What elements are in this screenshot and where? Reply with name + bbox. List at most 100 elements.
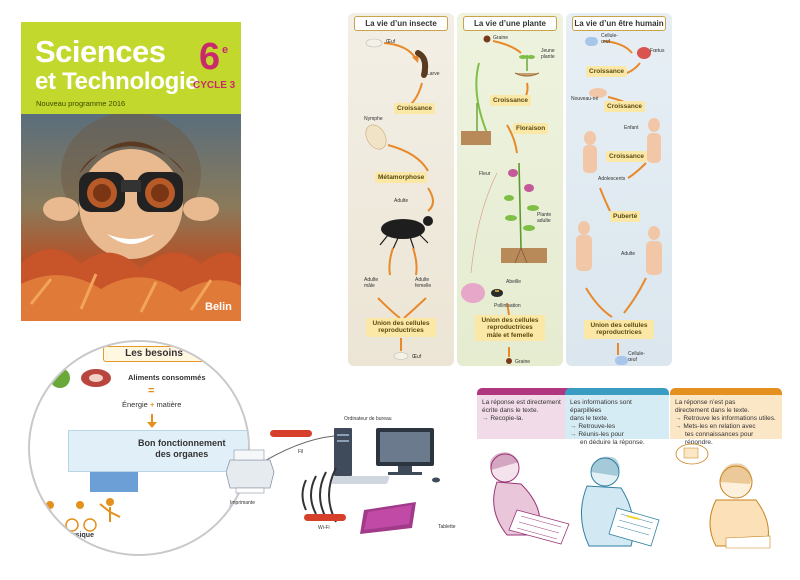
insect-female-label: Adulte femelle: [415, 277, 432, 289]
wired-connection-pill: [270, 430, 312, 437]
cover-grade-superscript: e: [222, 44, 229, 56]
cover-title-line2: et Technologie: [35, 68, 199, 95]
human-growth-tag-2: Croissance: [604, 101, 646, 112]
wifi-connection-pill: [304, 514, 346, 521]
plant-bee-label: Abeille: [506, 279, 522, 285]
strategy-3-line-2: directement dans le texte.: [675, 406, 750, 414]
human-puberty-tag: Puberté: [610, 211, 641, 222]
plant-growth-tag: Croissance: [490, 95, 532, 106]
insect-metamorphosis-tag: Métamorphose: [375, 172, 428, 183]
insect-life-cycle-panel: La vie d’un insecte Œuf Larve Croissance…: [348, 13, 454, 366]
strategy-card-3: La réponse n’est pas directement dans le…: [670, 388, 782, 556]
wire-label: Fil: [298, 449, 304, 455]
strategy-3-illustration: [675, 443, 771, 549]
strategy-3-arrow-2: Mets-les en relation avec: [683, 422, 756, 430]
cover-cycle: CYCLE 3: [193, 80, 236, 91]
wifi-label: Wi-Fi: [318, 525, 330, 531]
arrow-right-icon: →: [482, 414, 489, 422]
tablet-label: Tablette: [438, 524, 456, 530]
strategy-2-text-box: Les informations sont éparpillées dans l…: [565, 395, 669, 446]
strategy-3-arrow-1: Retrouve les informations utiles.: [683, 414, 776, 422]
strategy-3-line-1: La réponse n’est pas: [675, 399, 736, 406]
insect-cycle-illustration: [365, 38, 434, 360]
human-newborn-label: Nouveau-né: [571, 96, 599, 102]
strategy-3-arrow-3: tes connaissances pour répondre.: [685, 430, 754, 446]
network-diagram: Ordinateur de bureau Fil Imprimante Wi-F…: [226, 410, 456, 560]
nutrition-matter: matière: [156, 400, 182, 409]
strategy-3-color-bar: [670, 388, 782, 395]
plant-adult-label: Plante adulte: [537, 212, 552, 224]
strategy-2-arrow-2: Réunis-les pour: [578, 430, 624, 438]
plant-flower-label: Fleur: [479, 171, 491, 177]
strategy-1-color-bar: [477, 388, 581, 395]
strategy-1-arrow-1: Recopie-la.: [490, 414, 524, 422]
arrow-right-icon: →: [570, 430, 577, 438]
strategy-1-illustration: [489, 452, 570, 545]
human-adult-label: Adulte: [621, 251, 636, 257]
human-final-egg-cell-icon: [615, 356, 628, 365]
nutrition-plus: +: [149, 400, 155, 409]
nutrition-foods: Aliments consommés: [128, 373, 206, 382]
plant-young-label: Jeune plante: [541, 48, 555, 60]
human-life-cycle-panel: La vie d’un être humain Cellule- œuf Fœt…: [566, 13, 672, 366]
human-growth-tag-3: Croissance: [606, 151, 648, 162]
human-panel-title: La vie d’un être humain: [572, 16, 666, 31]
nutrition-header: Les besoins: [103, 346, 205, 362]
plant-panel-title: La vie d’une plante: [463, 16, 557, 31]
cover-publisher-logo: Belin: [205, 301, 232, 313]
insect-pupa-label: Nymphe: [364, 116, 383, 122]
insect-larva-label: Larve: [427, 71, 440, 77]
strategy-1-text-box: La réponse est directement écrite dans l…: [477, 395, 581, 439]
insect-male-label: Adulte mâle: [364, 277, 379, 289]
child-with-binoculars-illustration: [21, 112, 241, 321]
insect-panel-title: La vie d’un insecte: [354, 16, 448, 31]
cover-subtitle: Nouveau programme 2016: [36, 99, 126, 108]
human-egg-cell-icon: [585, 37, 598, 46]
nutrition-energy: Énergie: [122, 400, 148, 409]
insect-egg-label: Œuf: [386, 39, 396, 45]
strategy-2-arrow-3: en déduire la réponse.: [580, 438, 645, 446]
nutrition-body-box: [68, 430, 248, 472]
strategy-card-1: La réponse est directement écrite dans l…: [477, 388, 581, 556]
cover-title-line1: Sciences: [35, 34, 166, 69]
strategy-2-illustration: [581, 456, 660, 547]
desktop-label: Ordinateur de bureau: [344, 416, 392, 422]
plant-seed-label: Graine: [493, 35, 509, 41]
insect-final-egg-label: Œuf: [412, 354, 422, 360]
strategy-2-arrow-1: Retrouve-les: [578, 422, 616, 430]
human-foetus-label: Fœtus: [650, 48, 665, 54]
plant-life-cycle-panel: La vie d’une plante Graine Jeune plante …: [457, 13, 563, 366]
human-adolescents-label: Adolescents: [598, 176, 626, 182]
strategy-2-line-1: Les informations sont éparpillées: [570, 399, 632, 414]
network-illustration: [226, 428, 440, 534]
arrow-right-icon: →: [675, 414, 682, 422]
insect-union-tag: Union des cellules reproductrices: [366, 318, 436, 337]
plant-pollination-label: Pollinisation: [494, 303, 521, 309]
arrow-right-icon: →: [675, 422, 682, 430]
plant-union-tag: Union des cellules reproductrices mâle e…: [475, 315, 545, 342]
plant-final-seed-label: Graine: [515, 359, 531, 365]
human-growth-tag-1: Croissance: [586, 66, 628, 77]
human-final-egg-cell-label: Cellule- œuf: [628, 351, 645, 363]
plant-cycle-illustration: [461, 35, 547, 364]
strategy-3-text-box: La réponse n’est pas directement dans le…: [670, 395, 782, 446]
insect-adult-label: Adulte: [394, 198, 409, 204]
strategy-1-line-2: écrite dans le texte.: [482, 406, 539, 414]
arrow-right-icon: →: [570, 422, 577, 430]
cover-header-band: [21, 22, 241, 114]
plant-flowering-tag: Floraison: [513, 123, 549, 134]
nutrition-organs-label: Bon fonctionnement des organes: [138, 438, 226, 459]
strategy-2-color-bar: [565, 388, 669, 395]
book-cover: Sciences et Technologie Nouveau programm…: [21, 22, 241, 321]
cover-photo: [21, 112, 241, 321]
human-child-label: Enfant: [624, 125, 639, 131]
strategy-1-line-1: La réponse est directement: [482, 399, 561, 406]
human-union-tag: Union des cellules reproductrices: [584, 320, 654, 339]
strategy-card-2: Les informations sont éparpillées dans l…: [565, 388, 669, 556]
nutrition-energy-matter: Énergie + matière: [122, 400, 181, 409]
cover-grade: 6: [199, 36, 221, 78]
nutrition-magnifier-circle: Les besoins Aliments consommés = Énergie…: [28, 340, 250, 556]
nutrition-equals: =: [148, 385, 155, 397]
human-egg-cell-label: Cellule- œuf: [601, 33, 618, 45]
insect-growth-tag: Croissance: [394, 103, 436, 114]
